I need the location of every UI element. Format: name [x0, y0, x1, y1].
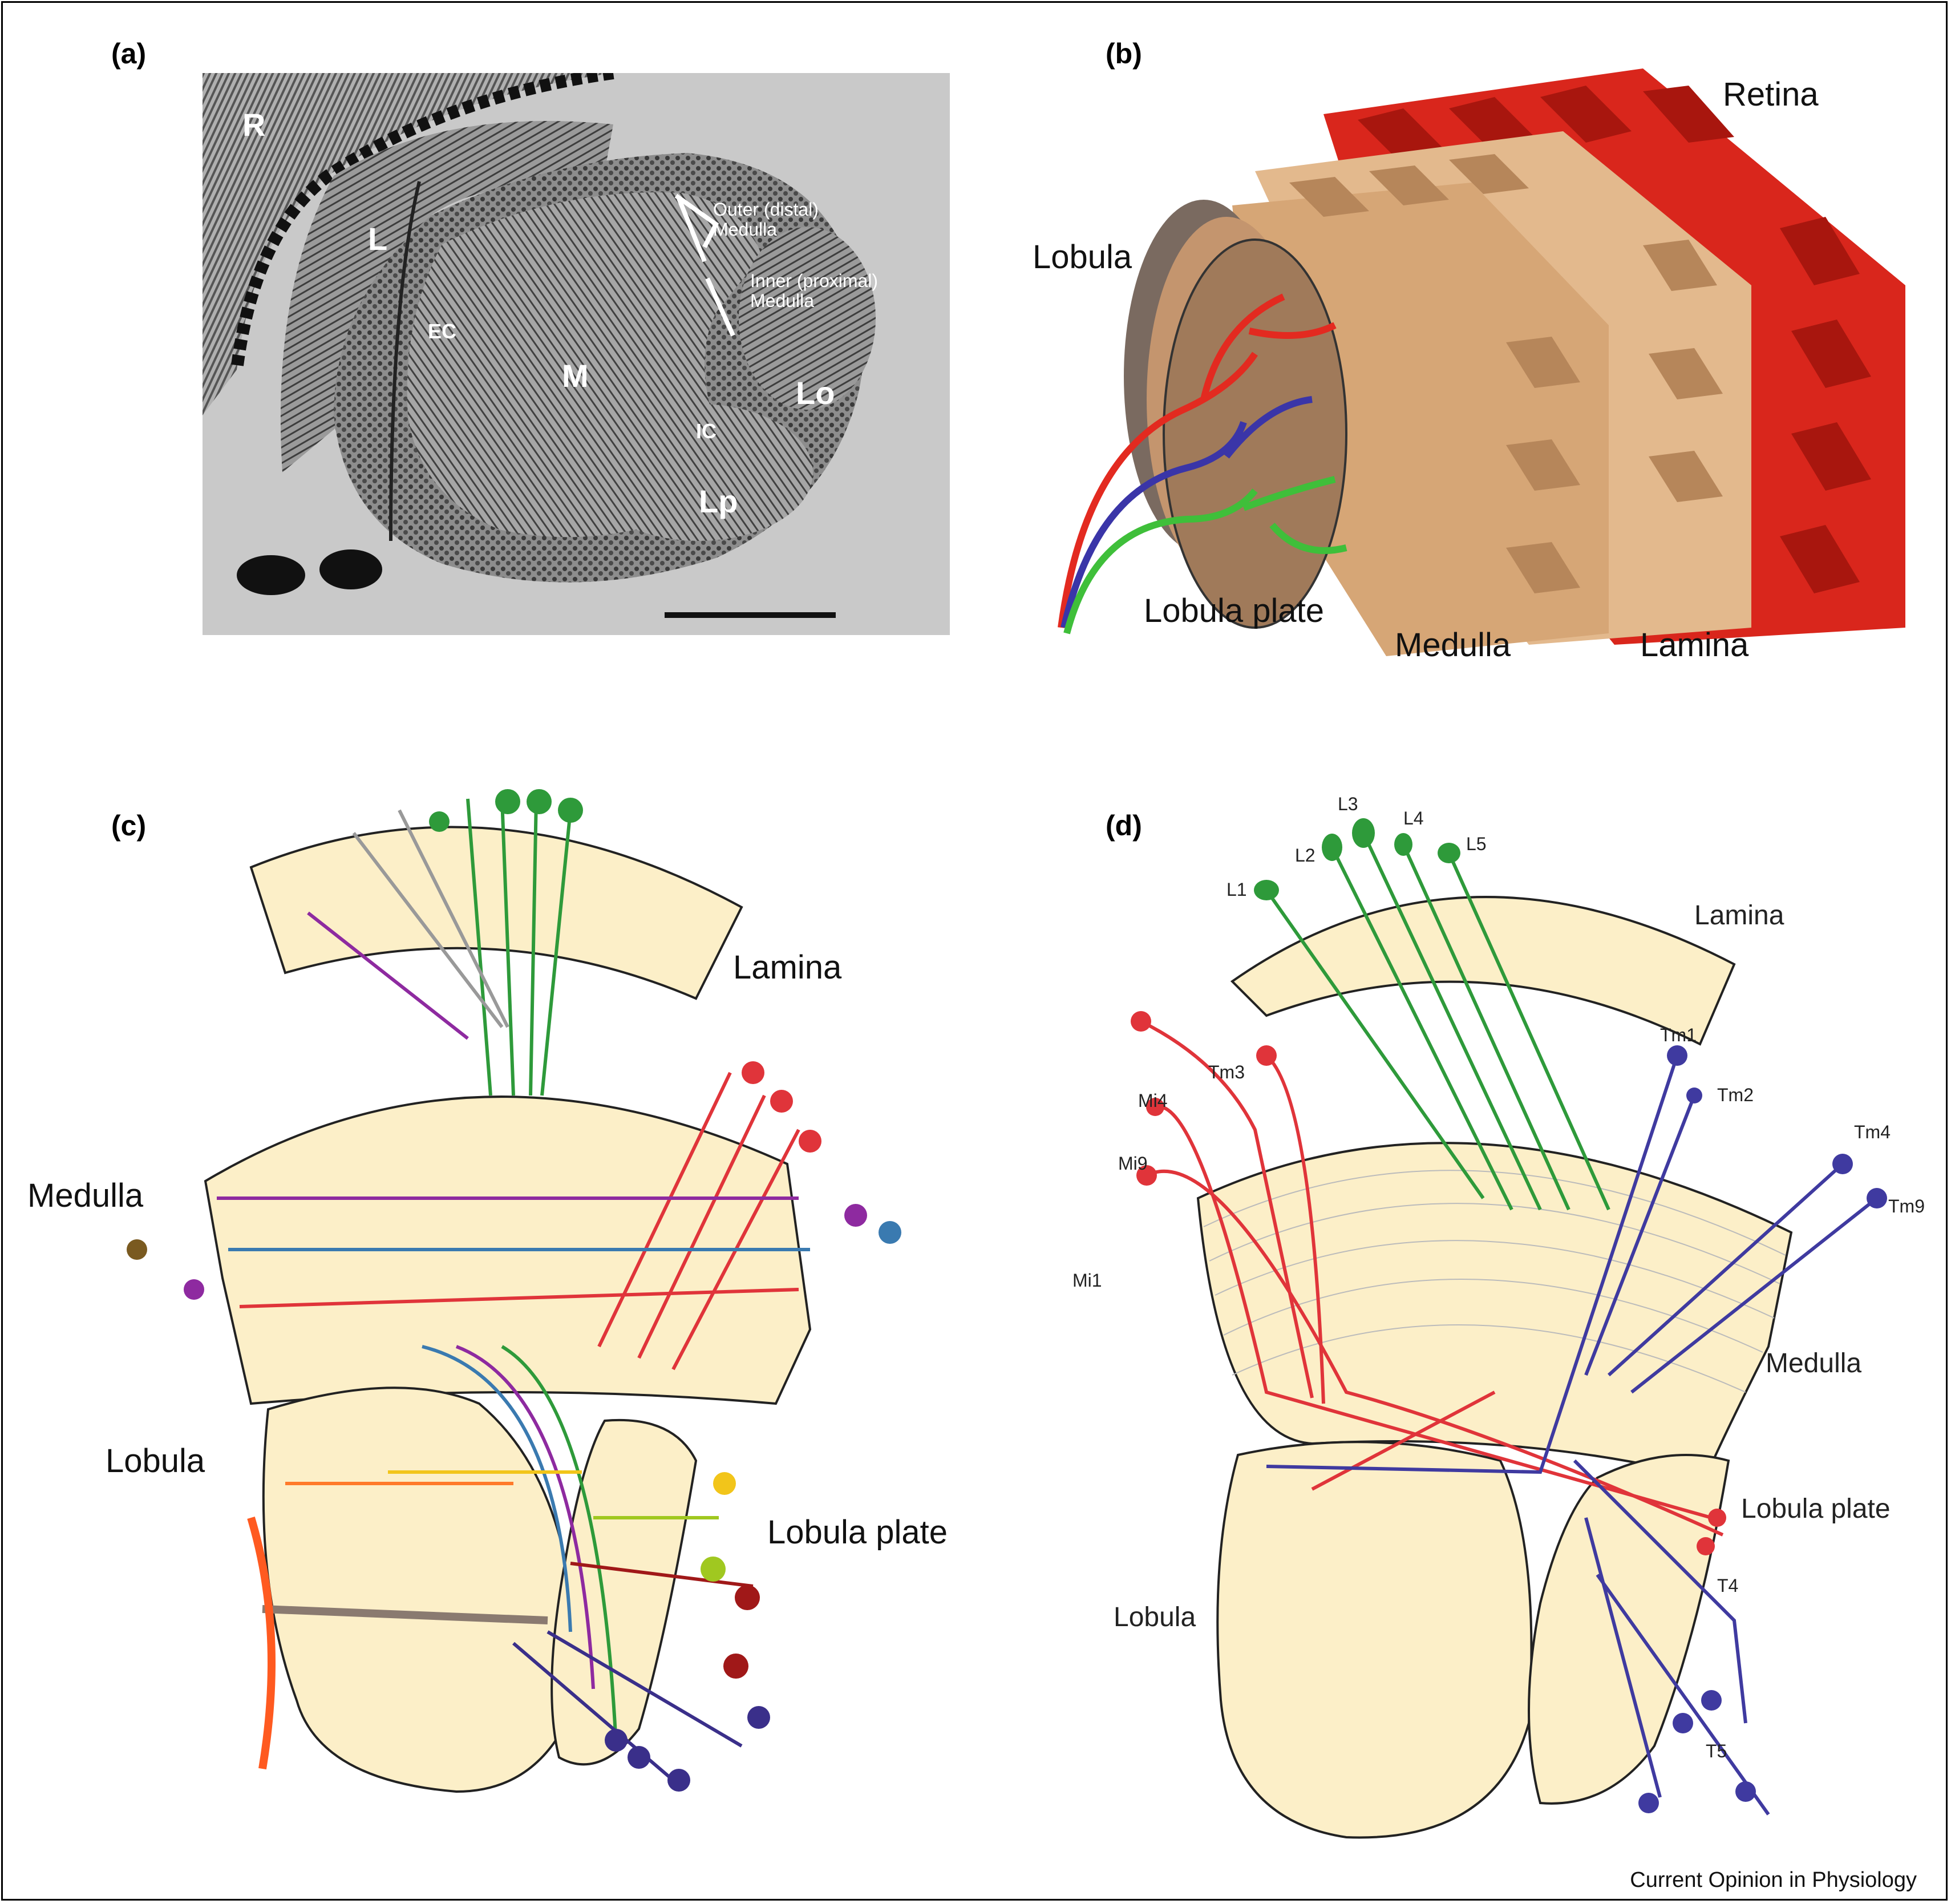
label-L1: L1 [1227, 879, 1247, 900]
label-Lo: Lo [796, 375, 835, 411]
medulla-red-somata [1131, 1011, 1726, 1555]
medulla-blue-neurons [1266, 1055, 1878, 1816]
lobula-plate-neuropil [1528, 1454, 1730, 1805]
lobula-plate-disk [1163, 238, 1347, 629]
label-Tm1: Tm1 [1660, 1025, 1697, 1045]
label-EC: EC [428, 320, 456, 343]
label-lobula: Lobula [106, 1442, 205, 1479]
blue-neuron [1060, 396, 1313, 629]
retina-region [203, 73, 613, 415]
label-L2: L2 [1295, 845, 1315, 866]
panel-b-label: (b) [1106, 38, 1142, 70]
panel-c-neuron-diagram: Lamina Medulla Lobula Lobula plate [27, 789, 948, 1793]
label-inner-2: Medulla [750, 290, 814, 311]
panel-d-label: (d) [1106, 810, 1142, 842]
lamina-neuropil [249, 826, 743, 1000]
panel-c-label: (c) [111, 810, 147, 842]
scale-bar [665, 612, 836, 618]
label-outer-1: Outer (distal) [713, 199, 819, 220]
label-medulla: Medulla [27, 1177, 144, 1214]
panel-a-micrograph: R L EC M IC Lo Lp Outer (distal) Medulla… [203, 73, 950, 635]
label-lobula-plate: Lobula plate [1741, 1494, 1891, 1524]
label-lobula-plate: Lobula plate [767, 1514, 948, 1551]
medulla-blue-somata [1638, 1045, 1887, 1813]
label-medulla: Medulla [1395, 626, 1511, 664]
label-Tm9: Tm9 [1888, 1196, 1925, 1216]
label-L: L [368, 221, 387, 257]
label-M: M [562, 358, 589, 394]
panel-b-3d-model: Retina Lobula Lobula plate Medulla Lamin… [1033, 68, 1905, 664]
lamina-neurons [1265, 832, 1610, 1211]
label-lamina: Lamina [1640, 626, 1749, 664]
lobula-plate-region [585, 404, 813, 541]
label-Mi1: Mi1 [1072, 1270, 1102, 1291]
panel-a-label: (a) [111, 38, 147, 70]
label-Lp: Lp [699, 483, 738, 519]
label-lobula: Lobula [1033, 238, 1132, 276]
panel-d-neuron-diagram: L1 L2 L3 L4 L5 Mi4 Tm3 Mi9 Mi1 Tm1 Tm2 T… [1072, 794, 1925, 1839]
neuron-tangle [217, 798, 810, 1782]
label-lobula-plate: Lobula plate [1144, 592, 1324, 629]
lobula-neuropil [1216, 1441, 1533, 1839]
label-lobula: Lobula [1114, 1602, 1196, 1632]
lamina-somata [1254, 818, 1460, 900]
label-L4: L4 [1403, 808, 1424, 828]
label-Tm3: Tm3 [1208, 1062, 1245, 1082]
green-neuron [1063, 476, 1347, 634]
red-neuron [1058, 293, 1337, 628]
lamina-region [280, 121, 613, 472]
label-Mi4: Mi4 [1138, 1090, 1168, 1111]
label-L5: L5 [1466, 834, 1487, 854]
label-inner-1: Inner (proximal) [750, 270, 878, 291]
lamina-neuropil [1230, 896, 1736, 1046]
lobula-region [739, 227, 876, 410]
medulla-neuropil [1196, 1142, 1793, 1479]
label-Tm4: Tm4 [1854, 1122, 1891, 1142]
label-T4: T4 [1717, 1575, 1738, 1596]
lobula-neuropil [262, 1386, 578, 1793]
soma-cluster [127, 789, 901, 1792]
label-IC: IC [696, 419, 717, 443]
label-L3: L3 [1338, 794, 1358, 814]
label-lamina: Lamina [1694, 900, 1784, 931]
label-R: R [242, 107, 265, 143]
label-medulla: Medulla [1766, 1348, 1861, 1379]
label-lamina: Lamina [733, 949, 842, 986]
label-Tm2: Tm2 [1717, 1085, 1754, 1105]
label-Mi9: Mi9 [1118, 1153, 1148, 1174]
label-retina: Retina [1723, 76, 1819, 113]
credit-line: Current Opinion in Physiology [1630, 1868, 1917, 1892]
label-outer-2: Medulla [713, 219, 777, 240]
label-T5: T5 [1706, 1741, 1727, 1761]
